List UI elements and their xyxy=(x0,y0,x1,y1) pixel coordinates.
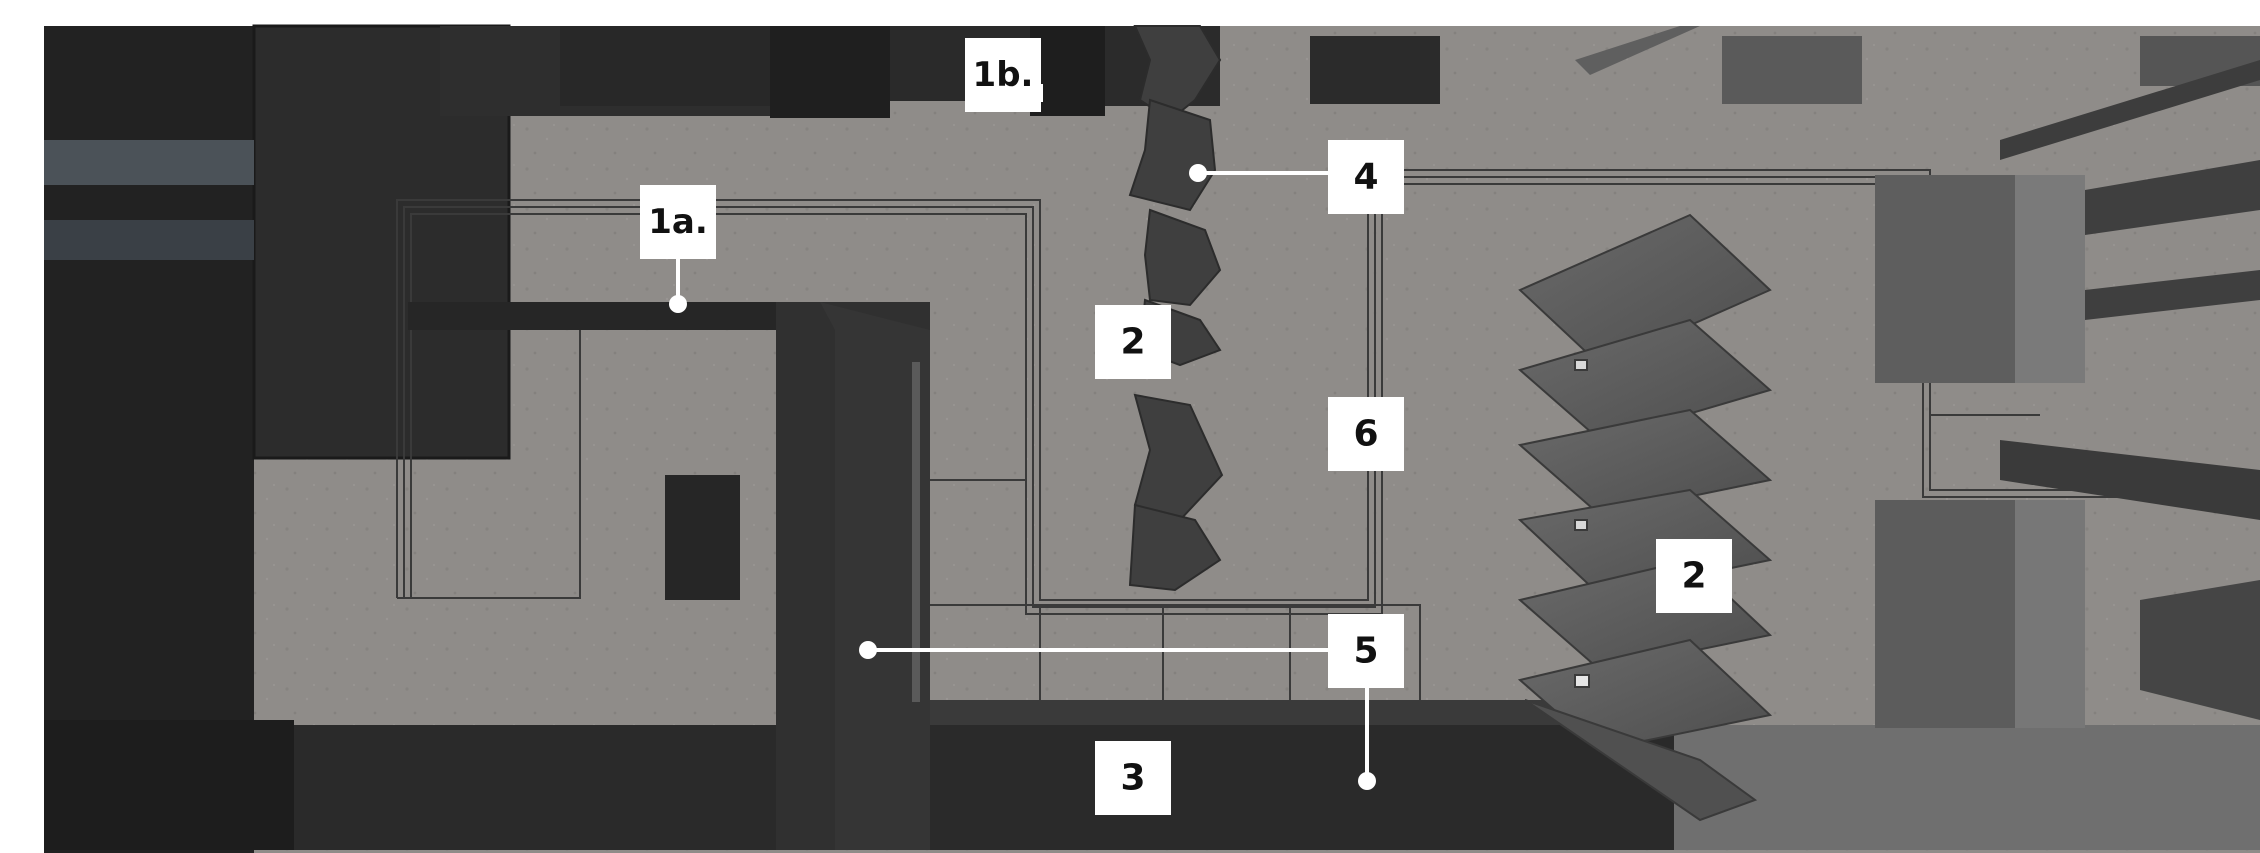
pedestal xyxy=(665,475,740,600)
leader-lines xyxy=(669,84,1376,790)
callout-label-4: 4 xyxy=(1328,140,1404,214)
callout-label-2-upper: 2 xyxy=(1095,305,1171,379)
svg-text:1a.: 1a. xyxy=(648,202,708,242)
callout-label-2-right: 2 xyxy=(1656,539,1732,613)
svg-text:2: 2 xyxy=(1681,556,1706,597)
svg-text:4: 4 xyxy=(1353,157,1378,198)
callout-label-1b: 1b. xyxy=(965,38,1041,112)
floor-track-lines xyxy=(396,169,2260,700)
zigzag-displays xyxy=(1128,25,1224,592)
svg-text:5: 5 xyxy=(1353,631,1378,672)
callout-label-3: 3 xyxy=(1095,741,1171,815)
callout-label-1a: 1a. xyxy=(640,185,716,259)
top-right-objects xyxy=(1310,26,2260,160)
svg-text:6: 6 xyxy=(1353,414,1378,455)
callout-label-6: 6 xyxy=(1328,397,1404,471)
callout-label-5: 5 xyxy=(1328,614,1404,688)
svg-text:3: 3 xyxy=(1120,758,1145,799)
svg-text:2: 2 xyxy=(1120,322,1145,363)
right-partitions xyxy=(1875,160,2260,728)
top-wall-panels xyxy=(440,26,1220,118)
central-wall xyxy=(408,302,930,850)
svg-text:1b.: 1b. xyxy=(973,55,1034,95)
bottom-dark-zone xyxy=(44,700,2260,850)
